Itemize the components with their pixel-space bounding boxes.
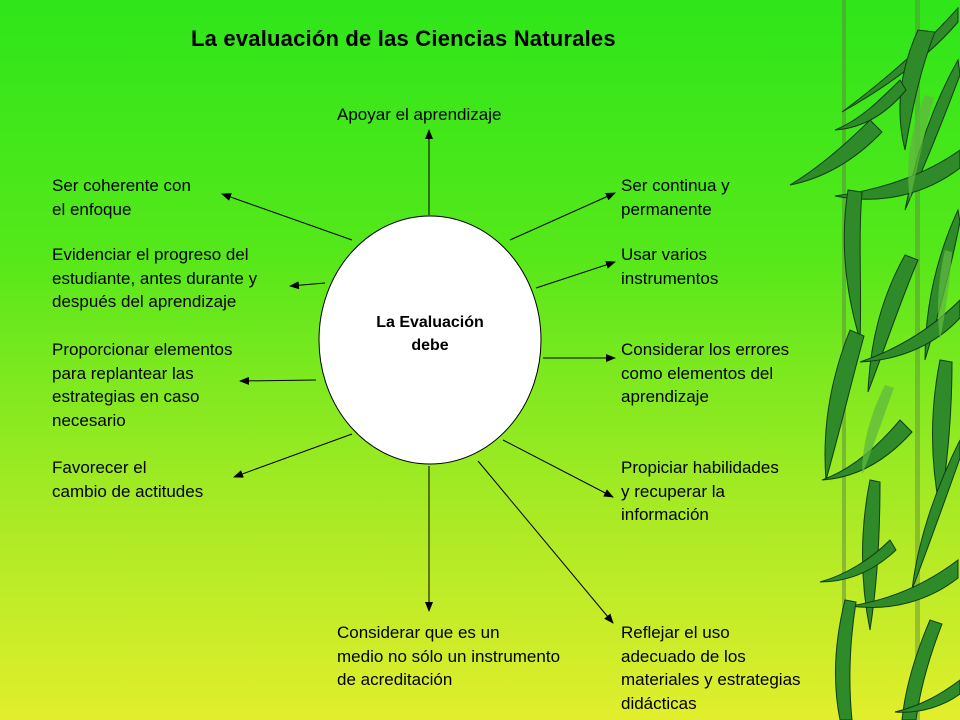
node-line: Ser continua y bbox=[621, 176, 730, 195]
node-line: como elementos del bbox=[621, 363, 774, 383]
node-line: Reflejar el uso bbox=[621, 623, 730, 642]
node-line: de acreditación bbox=[337, 670, 453, 689]
node-proporcionar: Proporcionar elementos para replantear l… bbox=[52, 338, 232, 432]
node-considerar-medio: Considerar que es un medio no sólo un in… bbox=[337, 621, 560, 692]
center-text: La Evaluación debe bbox=[318, 311, 542, 357]
node-line: el enfoque bbox=[52, 199, 132, 219]
center-line: La Evaluación bbox=[376, 314, 484, 331]
node-evidenciar: Evidenciar el progreso del estudiante, a… bbox=[52, 243, 257, 314]
center-line: debe bbox=[411, 337, 449, 354]
node-habilidades: Propiciar habilidades y recuperar la inf… bbox=[621, 456, 779, 527]
arrow-to-instrumentos bbox=[535, 261, 616, 289]
arrow-to-reflejar bbox=[477, 460, 614, 624]
node-line: adecuado de los bbox=[621, 646, 746, 666]
node-line: Considerar los errores bbox=[621, 340, 790, 359]
node-line: Proporcionar elementos bbox=[52, 340, 233, 359]
node-errores: Considerar los errores como elementos de… bbox=[621, 338, 789, 409]
node-line: materiales y estrategias bbox=[621, 670, 801, 689]
arrow-to-evidenciar bbox=[289, 281, 326, 290]
slide-title: La evaluación de las Ciencias Naturales bbox=[191, 26, 616, 51]
node-line: Evidenciar el progreso del bbox=[52, 245, 249, 264]
node-line: y recuperar la bbox=[621, 481, 725, 501]
node-line: Propiciar habilidades bbox=[621, 458, 779, 477]
arrow-to-habilidades bbox=[502, 439, 614, 498]
node-line: estrategias en caso bbox=[52, 387, 200, 406]
node-line: didácticas bbox=[621, 693, 697, 713]
node-favorecer: Favorecer el cambio de actitudes bbox=[52, 456, 203, 503]
node-line: Usar varios bbox=[621, 245, 707, 264]
node-line: medio no sólo un instrumento bbox=[337, 646, 561, 666]
center-ellipse bbox=[318, 215, 542, 465]
node-instrumentos: Usar varios instrumentos bbox=[621, 243, 718, 290]
node-line: Ser coherente con bbox=[52, 176, 191, 195]
node-line: Apoyar el aprendizaje bbox=[337, 105, 502, 124]
node-line: información bbox=[621, 505, 709, 524]
node-line: necesario bbox=[52, 410, 126, 430]
node-line: estudiante, antes durante y bbox=[52, 268, 258, 288]
node-apoyar: Apoyar el aprendizaje bbox=[337, 103, 501, 127]
node-continua: Ser continua y permanente bbox=[621, 174, 730, 221]
node-reflejar: Reflejar el uso adecuado de los material… bbox=[621, 621, 801, 715]
node-line: cambio de actitudes bbox=[52, 481, 204, 501]
node-line: Favorecer el bbox=[52, 458, 147, 477]
arrow-to-proporcionar bbox=[239, 376, 317, 385]
node-line: instrumentos bbox=[621, 268, 719, 288]
node-line: permanente bbox=[621, 199, 712, 219]
node-line: para replantear las bbox=[52, 363, 194, 383]
node-line: aprendizaje bbox=[621, 387, 709, 406]
arrow-to-favorecer bbox=[233, 433, 353, 478]
node-coherente: Ser coherente con el enfoque bbox=[52, 174, 191, 221]
arrow-to-coherente bbox=[221, 193, 353, 241]
node-line: Considerar que es un bbox=[337, 623, 500, 642]
arrow-to-continua bbox=[509, 192, 616, 241]
node-line: después del aprendizaje bbox=[52, 292, 237, 311]
center-node: La Evaluación debe bbox=[318, 215, 542, 465]
